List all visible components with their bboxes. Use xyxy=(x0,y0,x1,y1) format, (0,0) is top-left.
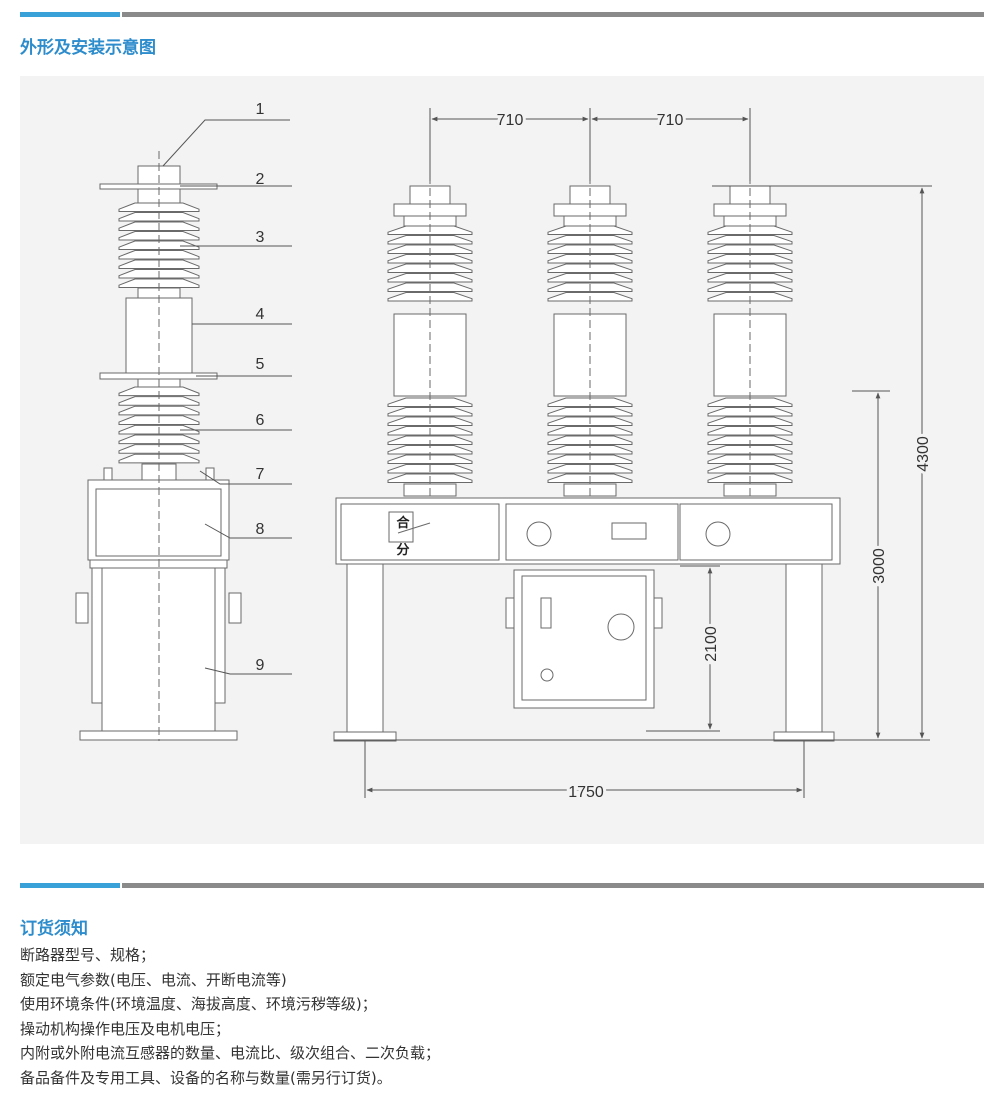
pole-2 xyxy=(547,164,633,497)
ordering-note: 额定电气参数(电压、电流、开断电流等) xyxy=(20,970,287,989)
callout-4: 4 xyxy=(256,306,265,323)
installation-diagram: 1 2 3 4 5 6 7 8 9 xyxy=(20,76,984,844)
insulator-shed xyxy=(387,397,473,408)
outline-section-title: 外形及安装示意图 xyxy=(20,38,156,58)
ordering-note: 内附或外附电流互感器的数量、电流比、级次组合、二次负载； xyxy=(20,1044,441,1062)
insulator-shed xyxy=(707,397,793,408)
callout-9: 9 xyxy=(256,657,265,674)
callout-2: 2 xyxy=(256,171,265,188)
insulator-shed xyxy=(387,445,473,455)
indicator-open-label: 分 xyxy=(396,542,409,557)
section-divider xyxy=(20,883,984,888)
ordering-section-title: 订货须知 xyxy=(20,919,88,939)
ordering-note: 操动机构操作电压及电机电压； xyxy=(20,1019,231,1038)
callout-3: 3 xyxy=(256,229,265,246)
dim-total-height: 4300 xyxy=(915,436,932,472)
side-view xyxy=(75,151,242,741)
callout-1: 1 xyxy=(256,101,265,118)
divider-accent xyxy=(20,12,120,17)
pole-1 xyxy=(387,164,473,497)
ordering-note: 断路器型号、规格； xyxy=(20,946,156,964)
section-divider xyxy=(20,12,984,17)
dimension-lines xyxy=(334,108,932,798)
dim-phase-spacing-left: 710 xyxy=(497,112,524,129)
insulator-shed xyxy=(707,254,793,264)
insulator-shed xyxy=(547,445,633,455)
dim-leg-span: 1750 xyxy=(568,784,604,801)
dim-phase-spacing-right: 710 xyxy=(657,112,684,129)
insulator-shed xyxy=(547,397,633,408)
ordering-note: 使用环境条件(环境温度、海拔高度、环境污秽等级)； xyxy=(20,995,377,1013)
ordering-notes-list: 断路器型号、规格； 额定电气参数(电压、电流、开断电流等) 使用环境条件(环境温… xyxy=(20,943,440,1090)
divider-line xyxy=(122,12,984,17)
dim-base-height: 3000 xyxy=(871,548,888,584)
insulator-shed xyxy=(118,444,200,454)
insulator-shed xyxy=(118,240,200,251)
pole-3 xyxy=(707,164,793,497)
divider-line xyxy=(122,883,984,888)
front-view xyxy=(333,164,841,742)
insulator-shed xyxy=(118,396,200,406)
indicator-close-label: 合 xyxy=(396,515,410,530)
dim-mechanism-height: 2100 xyxy=(703,626,720,662)
ordering-note: 备品备件及专用工具、设备的名称与数量(需另行订货)。 xyxy=(20,1068,392,1087)
divider-accent xyxy=(20,883,120,888)
insulator-shed xyxy=(387,263,473,274)
insulator-shed xyxy=(547,254,633,264)
insulator-shed xyxy=(387,254,473,264)
diagram-drawing: 1 2 3 4 5 6 7 8 9 xyxy=(75,101,935,804)
callout-8: 8 xyxy=(256,521,265,538)
insulator-shed xyxy=(118,202,200,213)
callout-7: 7 xyxy=(256,466,265,483)
insulator-shed xyxy=(547,263,633,274)
insulator-shed xyxy=(707,445,793,455)
callout-5: 5 xyxy=(256,356,265,373)
insulator-shed xyxy=(707,263,793,274)
callout-leaders xyxy=(162,119,292,675)
callout-6: 6 xyxy=(256,412,265,429)
